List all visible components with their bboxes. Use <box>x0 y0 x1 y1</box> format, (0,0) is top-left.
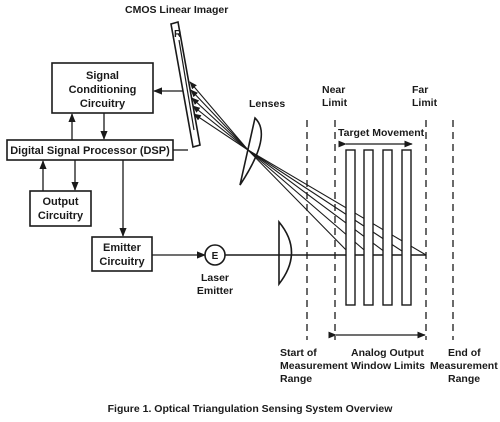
imager-r-letter: R <box>174 29 182 40</box>
far-limit-label-2: Limit <box>412 97 438 109</box>
lenses-label: Lenses <box>249 98 285 110</box>
target-2 <box>363 149 374 306</box>
figure-caption: Figure 1. Optical Triangulation Sensing … <box>108 403 394 415</box>
signal-conditioning-box: Signal Conditioning Circuitry <box>51 62 154 114</box>
emitter-circuitry-label-2: Circuitry <box>99 256 145 268</box>
analog-output-label-1: Analog Output <box>351 347 424 359</box>
laser-emitter-label-2: Emitter <box>197 285 233 297</box>
end-range-label-3: Range <box>448 373 480 385</box>
emitter-e-letter: E <box>212 251 219 262</box>
near-limit-label-1: Near <box>322 84 345 96</box>
targets <box>345 149 412 306</box>
output-circuitry-label-2: Circuitry <box>38 210 84 222</box>
laser-emitter-label-1: Laser <box>201 272 229 284</box>
range-lines <box>306 120 454 340</box>
far-limit-label-1: Far <box>412 84 428 96</box>
cmos-imager: R <box>170 20 201 149</box>
end-range-label-1: End of <box>448 347 481 359</box>
dsp-label: Digital Signal Processor (DSP) <box>10 145 170 157</box>
dsp-box: Digital Signal Processor (DSP) <box>6 139 174 161</box>
end-range-label-2: Measurement <box>430 360 498 372</box>
signal-conditioning-label-1: Signal <box>86 70 119 82</box>
target-1 <box>345 149 356 306</box>
start-range-label-3: Range <box>280 373 312 385</box>
output-circuitry-box: Output Circuitry <box>29 190 92 227</box>
start-range-label-1: Start of <box>280 347 317 359</box>
target-4 <box>401 149 412 306</box>
emitter-circuitry-label-1: Emitter <box>103 242 142 254</box>
laser-emitter: E <box>204 244 226 266</box>
near-limit-label-2: Limit <box>322 97 348 109</box>
target-movement-label: Target Movement <box>338 127 425 139</box>
target-3 <box>382 149 393 306</box>
cmos-imager-label: CMOS Linear Imager <box>125 4 228 16</box>
signal-conditioning-label-2: Conditioning <box>69 84 137 96</box>
emitter-lens <box>278 219 293 287</box>
block-connections <box>39 87 206 259</box>
start-range-label-2: Measurement <box>280 360 348 372</box>
analog-output-label-2: Window Limits <box>351 360 425 372</box>
output-circuitry-label-1: Output <box>42 196 78 208</box>
emitter-circuitry-box: Emitter Circuitry <box>91 236 153 272</box>
signal-conditioning-label-3: Circuitry <box>80 98 126 110</box>
